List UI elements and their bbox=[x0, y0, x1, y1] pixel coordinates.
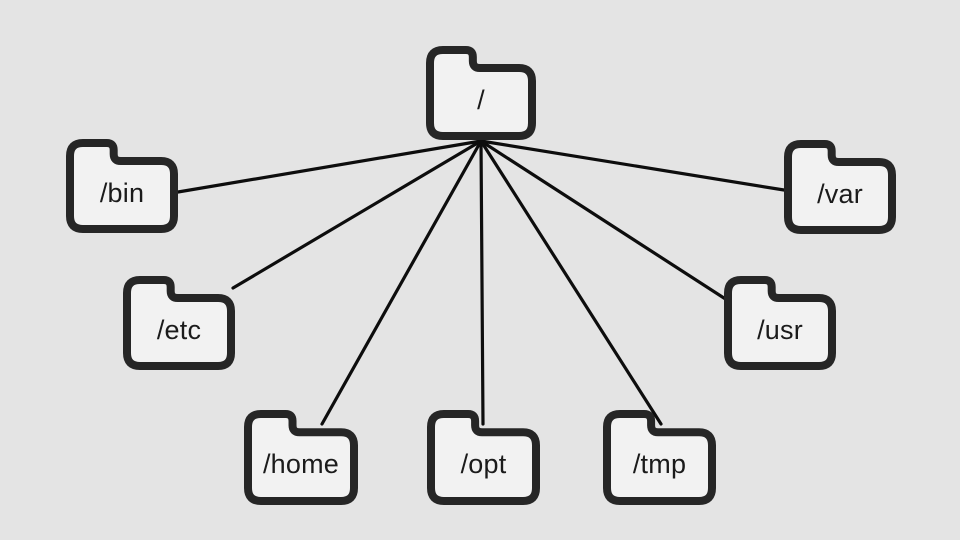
folder-icon-outline bbox=[427, 410, 540, 505]
folder-icon-outline bbox=[66, 139, 178, 233]
folder-node-etc[interactable]: /etc bbox=[123, 276, 235, 370]
folder-node-usr[interactable]: /usr bbox=[724, 276, 836, 370]
folder-icon-outline bbox=[724, 276, 836, 370]
folder-icon bbox=[724, 276, 836, 370]
folder-icon-outline bbox=[244, 410, 358, 505]
folder-node-tmp[interactable]: /tmp bbox=[603, 410, 716, 505]
folder-node-home[interactable]: /home bbox=[244, 410, 358, 505]
folder-node-bin[interactable]: /bin bbox=[66, 139, 178, 233]
folder-icon bbox=[784, 140, 896, 234]
folder-node-var[interactable]: /var bbox=[784, 140, 896, 234]
folder-icon bbox=[244, 410, 358, 505]
folder-icon-outline bbox=[426, 46, 536, 140]
folder-icon bbox=[427, 410, 540, 505]
folder-icon-outline bbox=[603, 410, 716, 505]
folder-icon-outline bbox=[784, 140, 896, 234]
folder-icon bbox=[123, 276, 235, 370]
folder-icon bbox=[603, 410, 716, 505]
folder-node-root[interactable]: / bbox=[426, 46, 536, 140]
folder-node-opt[interactable]: /opt bbox=[427, 410, 540, 505]
folder-icon bbox=[426, 46, 536, 140]
folder-icon-outline bbox=[123, 276, 235, 370]
folder-icon bbox=[66, 139, 178, 233]
